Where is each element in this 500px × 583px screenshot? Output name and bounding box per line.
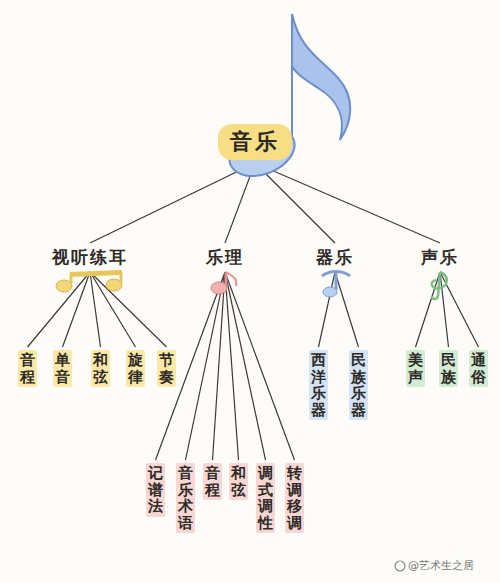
subtopic-label: 西洋乐器 — [309, 350, 328, 420]
node-text: 声乐 — [421, 246, 459, 269]
beamed-notes — [56, 270, 122, 292]
node-text: 美声 — [408, 352, 423, 385]
node-text: 民族乐器 — [351, 352, 366, 418]
tree-connector — [90, 163, 255, 243]
blue-note — [322, 272, 350, 298]
pink-note — [211, 272, 236, 294]
node-text: 调式调性 — [258, 465, 273, 531]
subtopic-label: 音乐术语 — [176, 463, 195, 533]
node-text: 乐理 — [206, 246, 244, 269]
node-text: 西洋乐器 — [311, 352, 326, 418]
tree-connector — [255, 163, 440, 243]
node-text: 器乐 — [316, 246, 354, 269]
tree-connector — [335, 272, 359, 347]
root-topic: 音乐 — [218, 124, 292, 160]
watermark: @艺术生之居 — [408, 558, 474, 573]
tree-connector — [319, 272, 336, 347]
category-label: 视听练耳 — [50, 246, 130, 269]
tree-connector — [90, 272, 167, 347]
node-text: 民族 — [441, 352, 456, 385]
node-text: 记谱法 — [148, 465, 163, 515]
subtopic-label: 转调移调 — [285, 463, 304, 533]
tree-connector — [186, 272, 226, 460]
subtopic-label: 旋律 — [126, 350, 145, 387]
category-label: 乐理 — [204, 246, 246, 269]
node-text: 转调移调 — [287, 465, 302, 531]
subtopic-label: 单音 — [53, 350, 72, 387]
node-text: 音乐术语 — [178, 465, 193, 531]
tree-connector — [255, 163, 335, 243]
node-text: 节奏 — [159, 352, 174, 385]
subtopic-label: 音程 — [203, 463, 222, 500]
node-text: 音程 — [205, 465, 220, 498]
subtopic-label: 节奏 — [157, 350, 176, 387]
node-text: 单音 — [55, 352, 70, 385]
subtopic-label: 通俗 — [469, 350, 488, 387]
node-text: 音程 — [20, 352, 35, 385]
note-flag — [292, 14, 350, 148]
subtopic-label: 调式调性 — [256, 463, 275, 533]
subtopic-label: 音程 — [18, 350, 37, 387]
node-text: 旋律 — [128, 352, 143, 385]
tree-connector — [213, 272, 226, 460]
subtopic-label: 美声 — [406, 350, 425, 387]
category-label: 声乐 — [419, 246, 461, 269]
tree-connector — [225, 272, 239, 460]
subtopic-label: 和弦 — [91, 350, 110, 387]
tree-connector — [416, 272, 441, 347]
node-text: 和弦 — [231, 465, 246, 498]
treble-clef — [432, 272, 447, 299]
tree-connector — [90, 272, 101, 347]
node-text: 和弦 — [93, 352, 108, 385]
subtopic-label: 记谱法 — [146, 463, 165, 517]
category-label: 器乐 — [314, 246, 356, 269]
tree-connector — [28, 272, 91, 347]
tree-connector — [225, 272, 295, 460]
node-text: 音乐 — [230, 127, 280, 157]
subtopic-label: 民族 — [439, 350, 458, 387]
subtopic-label: 和弦 — [229, 463, 248, 500]
node-text: 通俗 — [471, 352, 486, 385]
watermark-logo — [395, 561, 405, 571]
subtopic-label: 民族乐器 — [349, 350, 368, 420]
tree-connector — [156, 272, 226, 460]
node-text: 视听练耳 — [52, 246, 128, 269]
